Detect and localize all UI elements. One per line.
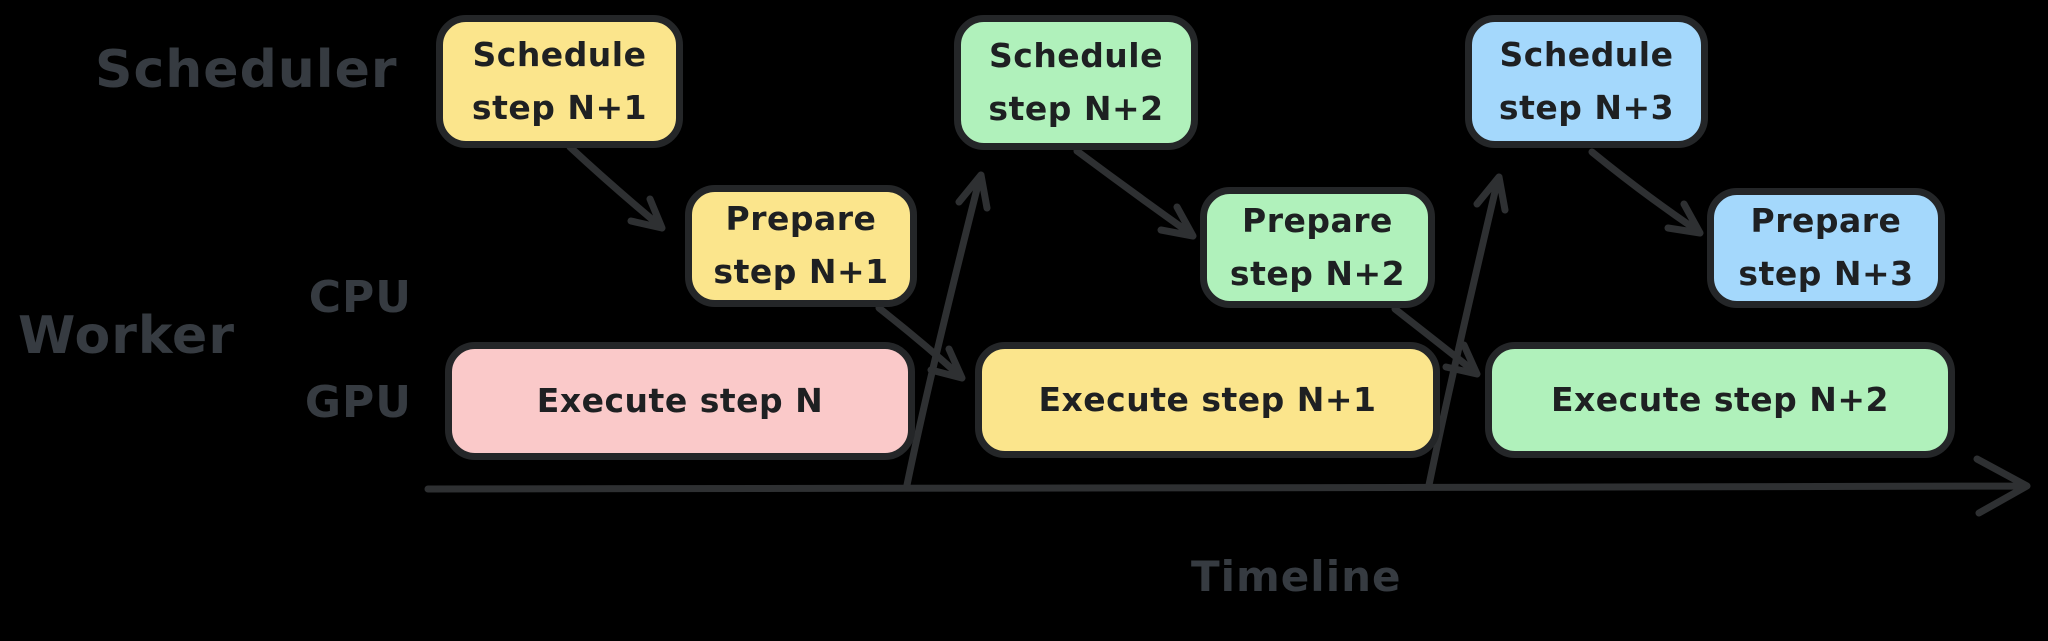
- box-schedule-step-n2: Schedule step N+2: [954, 15, 1198, 150]
- box-text-line: Prepare: [725, 199, 877, 239]
- arrow-prepare-n1-to-execute-n1: [875, 304, 966, 382]
- box-execute-step-n: Execute step N: [445, 342, 915, 460]
- row-label-worker: Worker: [18, 306, 235, 366]
- box-text-line: Schedule: [1499, 34, 1674, 74]
- timeline-axis-arrow: [424, 455, 2031, 517]
- box-prepare-step-n3: Prepare step N+3: [1707, 188, 1945, 308]
- arrow-schedule-n1-to-prepare-n1: [566, 143, 666, 232]
- box-prepare-step-n2: Prepare step N+2: [1200, 187, 1435, 308]
- box-text-line: Schedule: [472, 34, 647, 74]
- row-label-cpu: CPU: [308, 272, 412, 323]
- box-text-line: Prepare: [1750, 201, 1902, 241]
- box-schedule-step-n3: Schedule step N+3: [1465, 15, 1708, 148]
- box-text-line: step N+1: [471, 87, 648, 127]
- timeline-label: Timeline: [1191, 552, 1402, 601]
- arrow-schedule-n2-to-prepare-n2: [1073, 147, 1197, 240]
- box-text-line: Execute step N+2: [1550, 379, 1890, 419]
- box-schedule-step-n1: Schedule step N+1: [436, 15, 683, 148]
- row-label-gpu: GPU: [304, 377, 412, 428]
- box-prepare-step-n1: Prepare step N+1: [685, 185, 917, 307]
- arrow-execute-n-to-schedule-n2: [903, 171, 991, 489]
- box-text-line: step N+2: [988, 88, 1164, 128]
- box-text-line: step N+3: [1498, 87, 1675, 127]
- box-text-line: Prepare: [1242, 200, 1393, 240]
- box-text-line: step N+2: [1229, 253, 1406, 293]
- box-text-line: Execute step N+1: [1038, 379, 1377, 419]
- box-execute-step-n2: Execute step N+2: [1485, 342, 1955, 458]
- box-execute-step-n1: Execute step N+1: [975, 342, 1440, 458]
- box-text-line: step N+3: [1738, 254, 1914, 293]
- box-text-line: Schedule: [988, 35, 1163, 75]
- row-label-scheduler: Scheduler: [95, 40, 398, 100]
- arrow-execute-n1-to-schedule-n3: [1425, 173, 1509, 489]
- arrow-schedule-n3-to-prepare-n3: [1588, 148, 1704, 237]
- box-text-line: Execute step N: [536, 380, 824, 420]
- box-text-line: step N+1: [713, 252, 889, 291]
